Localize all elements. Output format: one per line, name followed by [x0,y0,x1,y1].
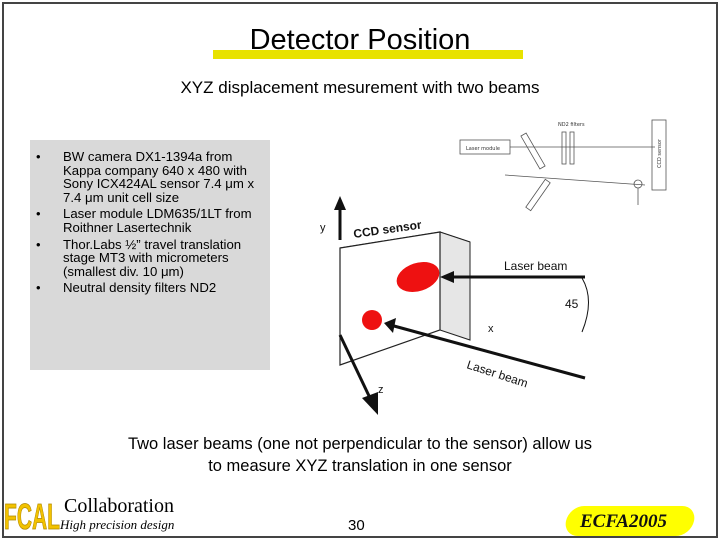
y-axis-label: y [320,222,326,234]
fcal-logo-text: FCAL [4,496,60,536]
collaboration-label: Collaboration [64,495,174,517]
bullet-text: Thor.Labs ½” travel translation stage MT… [63,236,242,279]
caption-line-1: Two laser beams (one not perpendicular t… [127,435,593,453]
laser-beam-angled [393,324,586,380]
inset-filter [561,131,567,165]
inset-ccd-label: CCD sensor [657,138,663,168]
inset-beam-path [504,174,646,186]
inset-filters-label: ND2 filters [558,122,585,128]
caption-line-2: to measure XYZ translation in one sensor [208,457,512,475]
x-axis-label: x [488,323,494,335]
list-item: • BW camera DX1-1394a from Kappa company … [36,149,262,205]
laser-spot-large [396,262,440,292]
inset-mirror [525,178,551,212]
list-item: • Thor.Labs ½” travel translation stage M… [36,236,262,279]
title-underline [213,50,523,59]
laser-beam-label: Laser beam [504,259,567,273]
list-item: • Laser module LDM635/1LT from Roithner L… [36,206,262,235]
laser-beam-arrow [440,271,454,283]
fcal-logo: FCAL [4,496,60,536]
collaboration-tagline: High precision design [60,517,175,532]
inset-mirror [520,132,546,170]
bullet-text: Neutral density filters ND2 [63,280,217,296]
inset-ccd [651,119,667,191]
bullet-marker: • [36,280,41,296]
sensor-side-face [439,231,471,341]
bullet-text: BW camera DX1-1394a from Kappa company 6… [63,149,255,205]
bullet-list-box: • BW camera DX1-1394a from Kappa company … [30,140,270,370]
event-label: ECFA2005 [580,511,667,532]
sensor-front-face [339,231,441,366]
z-axis-label: z [378,384,384,396]
inset-filter [569,131,575,165]
slide-title: Detector Position [249,24,471,56]
laser-beam-angled-arrow [384,318,396,333]
inset-schematic: Laser module ND2 filters CCD sensor [459,119,667,212]
bullet-list: • BW camera DX1-1394a from Kappa company … [30,140,270,295]
laser-beam-angled-label: Laser beam [465,358,530,391]
bullet-marker: • [36,236,41,252]
angle-label: 45 [565,297,579,311]
bullet-marker: • [36,149,41,164]
inset-laser-module-label: Laser module [466,146,500,152]
laser-spot-small [362,310,382,330]
y-axis-arrow [334,196,346,210]
detector-diagram: Laser module ND2 filters CCD sensor y CC… [320,119,667,415]
page-number: 30 [348,517,365,534]
slide-subtitle: XYZ displacement mesurement with two bea… [180,78,540,97]
angle-arc [581,277,589,333]
z-axis-arrow [362,392,378,415]
bullet-text: Laser module LDM635/1LT from Roithner La… [63,206,252,235]
z-axis [338,334,372,399]
list-item: • Neutral density filters ND2 [36,280,262,296]
bullet-marker: • [36,206,41,222]
